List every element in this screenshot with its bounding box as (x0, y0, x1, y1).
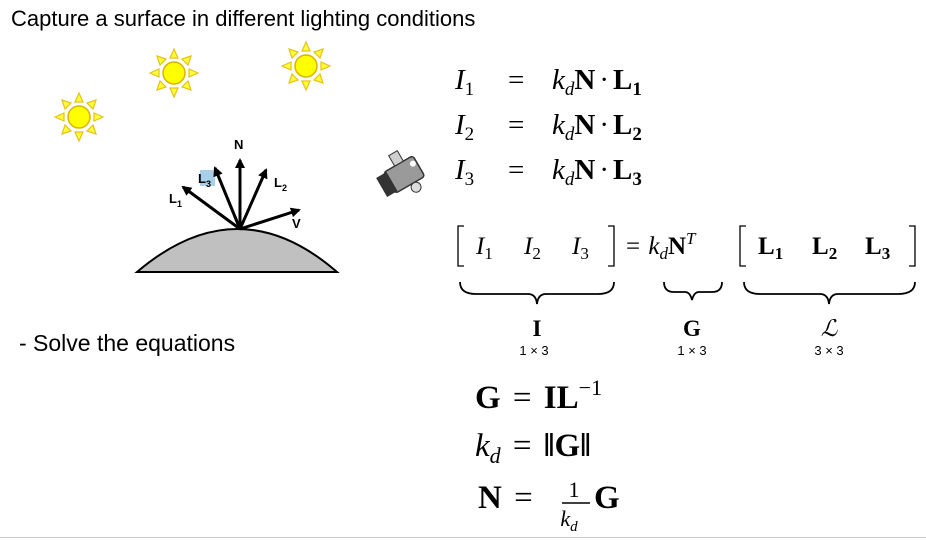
solution-n-numerator: 1 (569, 477, 580, 502)
label-l3: L3 (198, 171, 211, 189)
eq2: I2 = kdN·L2 (454, 109, 642, 147)
brace-l-label: ℒ (821, 316, 838, 341)
sun-icon (149, 48, 199, 98)
solution-kd: kd = ‖G‖ (475, 428, 591, 471)
bullet-solve: - Solve the equations (19, 330, 236, 356)
label-n: N (234, 137, 243, 152)
brace-l-dim: 3 × 3 (814, 343, 843, 358)
matrix-i-row: I1 I2 I3 (475, 233, 589, 265)
solution-n-g: G (594, 480, 620, 516)
matrix-l-row: L1 L2 L3 (758, 233, 890, 265)
vector-arrows (181, 158, 301, 231)
solution-n-denominator: kd (560, 506, 578, 535)
l2-arrow (238, 168, 268, 230)
label-v: V (292, 216, 301, 231)
underbraces (459, 281, 916, 305)
matrix-g-term: = kdNT (626, 229, 697, 263)
matrix-brackets (457, 225, 916, 267)
label-l2: L2 (274, 175, 287, 193)
l1-arrow (181, 185, 241, 231)
camera-icon (376, 150, 425, 198)
solution-g: G = IL−1 (475, 375, 602, 416)
sun-icon (281, 41, 331, 91)
eq1: I1 = kdN·L1 (454, 64, 642, 102)
brace-i-dim: 1 × 3 (519, 343, 548, 358)
brace-i-label: I (533, 316, 542, 341)
eq3: I3 = kdN·L3 (454, 154, 642, 192)
brace-g (663, 281, 723, 301)
view-arrow (239, 207, 301, 231)
l3-arrow (213, 166, 242, 230)
surface-shape (134, 228, 340, 273)
solution-n: N = (478, 480, 533, 516)
brace-g-dim: 1 × 3 (677, 343, 706, 358)
label-l1: L1 (169, 191, 182, 209)
bottom-divider (0, 537, 926, 538)
brace-g-label: G (683, 316, 701, 341)
sun-icon (54, 92, 104, 142)
brace-l (743, 281, 916, 305)
slide-title: Capture a surface in different lighting … (11, 6, 476, 31)
l3-highlight (200, 170, 215, 186)
brace-i (459, 281, 615, 305)
